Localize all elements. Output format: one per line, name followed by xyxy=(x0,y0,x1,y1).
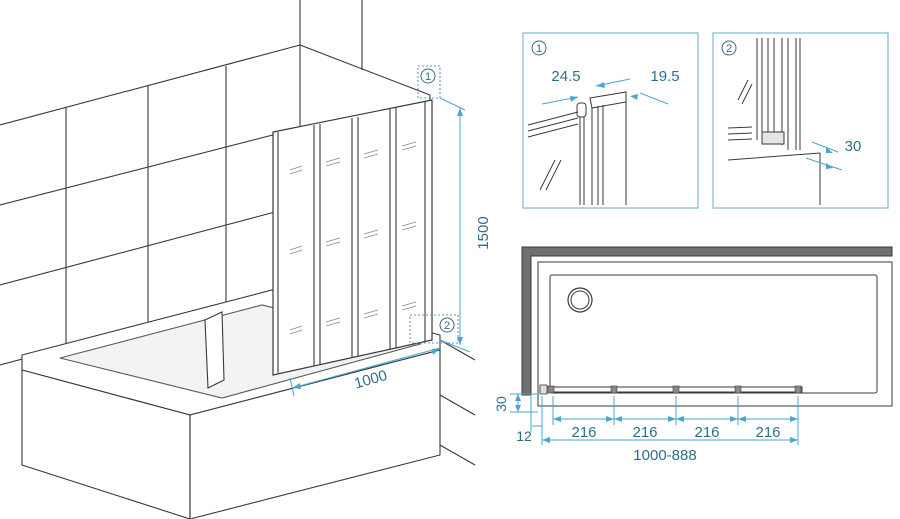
detail-1-right-dimension: 19.5 xyxy=(650,68,679,85)
plan-offset-dimension-label: 12 xyxy=(516,428,532,444)
height-dimension-label: 1500 xyxy=(475,216,492,249)
callout-box-2 xyxy=(409,314,459,344)
plan-dimension-arrows xyxy=(515,394,798,443)
panel-width-label-1: 216 xyxy=(571,424,596,441)
callout-label-2: 2 xyxy=(444,320,450,332)
detail-2-dimension: 30 xyxy=(845,138,862,155)
callout-box-1 xyxy=(417,65,441,99)
detail-2-panel xyxy=(712,32,889,209)
plan-view xyxy=(521,246,893,407)
callout-marker-1 xyxy=(420,68,436,84)
folding-screen xyxy=(272,99,433,376)
detail-1-left-dimension: 24.5 xyxy=(551,68,580,85)
detail-1-number: 1 xyxy=(536,43,542,55)
detail-1-panel xyxy=(522,32,699,209)
main-isometric-view xyxy=(0,0,476,519)
total-width-label: 1000-888 xyxy=(633,447,696,464)
panel-width-label-3: 216 xyxy=(694,424,719,441)
detail-2-number: 2 xyxy=(726,43,732,55)
main-view-dimensions xyxy=(289,97,471,397)
panel-width-label-4: 216 xyxy=(755,424,780,441)
plan-left-dimension-label: 30 xyxy=(493,396,509,412)
panel-width-label-2: 216 xyxy=(632,424,657,441)
callout-marker-2 xyxy=(439,317,455,333)
callout-label-1: 1 xyxy=(425,71,431,83)
